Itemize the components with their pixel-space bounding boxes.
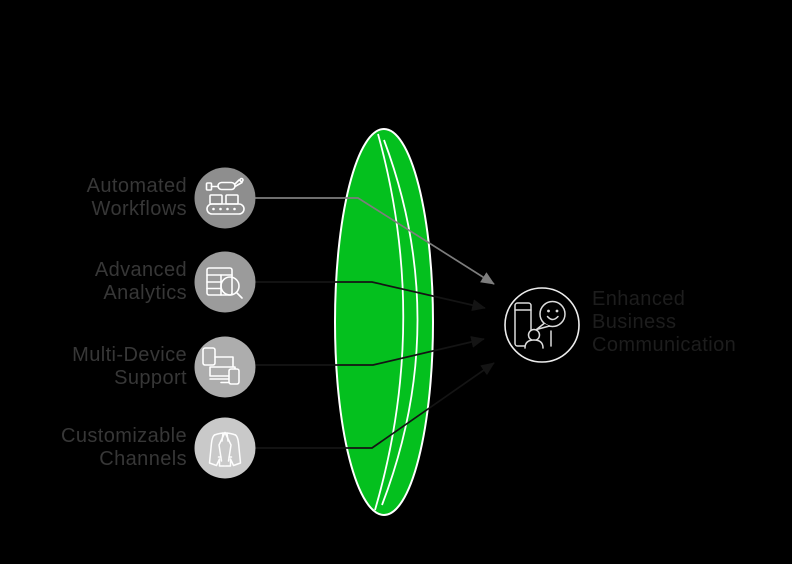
label-enhanced-business-communication: Enhanced Business Communication: [592, 288, 737, 356]
connector-customizable-channels: [255, 362, 495, 449]
lens-shape: [334, 128, 434, 516]
input-circle-advanced-analytics: [194, 251, 256, 313]
lens-highlight-arc: [374, 133, 405, 511]
connector-advanced-analytics: [255, 281, 486, 311]
label-multi-device-support: Multi-Device Support: [72, 344, 187, 389]
connectors: [255, 197, 495, 449]
output-circle-outline: [504, 287, 580, 363]
lens-highlight-arc: [381, 139, 419, 506]
person-chat-bubble-icon: [514, 300, 566, 349]
analytics-table-magnifier-icon: [206, 267, 243, 299]
label-advanced-analytics: Advanced Analytics: [94, 259, 187, 304]
multi-device-icon: [202, 347, 240, 385]
robot-arm-conveyor-icon: [205, 177, 245, 215]
connector-automated-workflows: [255, 197, 495, 285]
connector-multi-device-support: [255, 336, 485, 366]
input-circle-automated-workflows: [194, 167, 256, 229]
suit-jacket-icon: [208, 431, 242, 467]
label-automated-workflows: Automated Workflows: [86, 175, 187, 220]
label-customizable-channels: Customizable Channels: [61, 425, 187, 470]
input-circle-customizable-channels: [194, 417, 256, 479]
